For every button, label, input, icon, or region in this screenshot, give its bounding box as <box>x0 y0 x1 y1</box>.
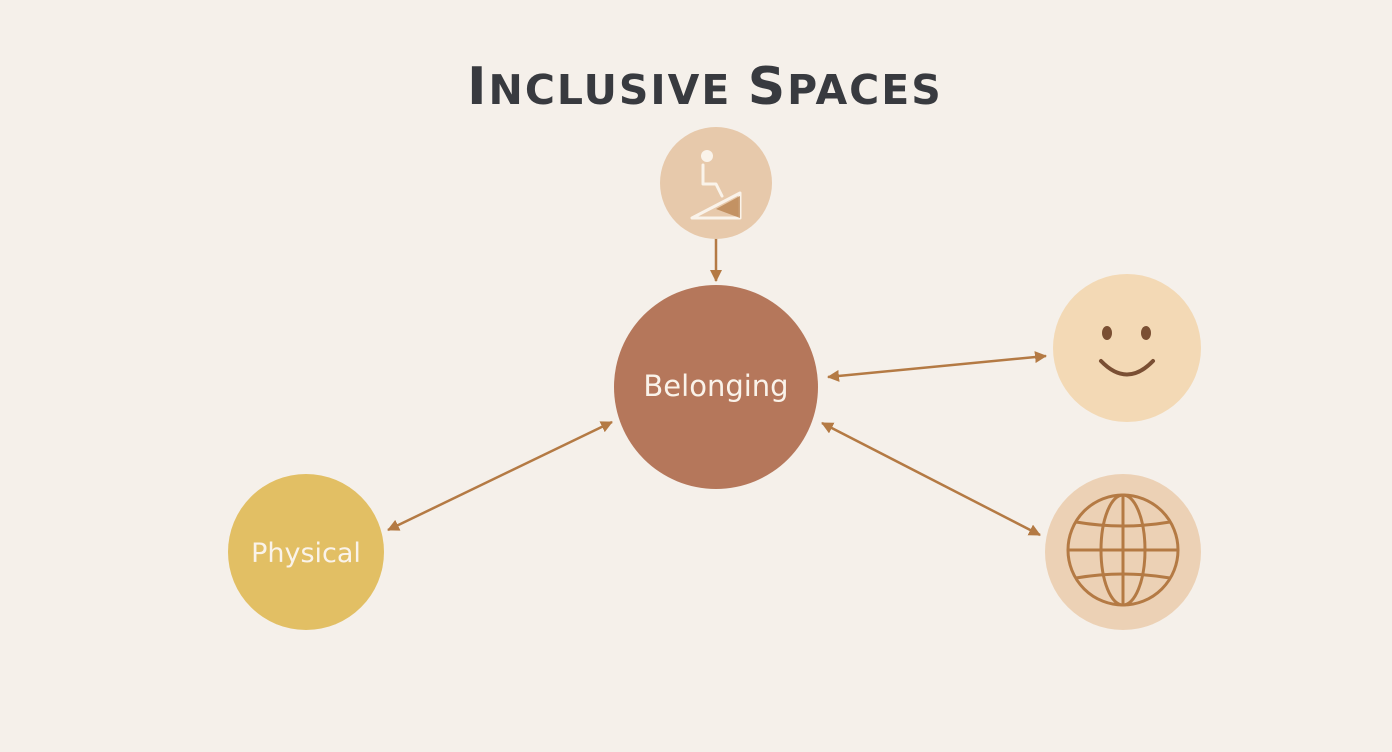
wheelchair-ramp-icon <box>690 150 742 220</box>
title-rest-1: NCLUSIVE <box>489 66 732 114</box>
title-initial-2: S <box>748 57 787 117</box>
arrow-belonging-physical <box>387 420 613 532</box>
emotional-node <box>1053 274 1201 422</box>
physical-node-circle <box>228 474 384 630</box>
belonging-label: Belonging <box>643 369 788 403</box>
globe-icon <box>1066 493 1180 607</box>
smiley-face-icon <box>1099 326 1155 377</box>
arrow-belonging-smiley <box>827 351 1047 382</box>
title-initial-1: I <box>467 57 488 117</box>
emotional-node-circle <box>1053 274 1201 422</box>
arrow-belonging-globe <box>821 421 1041 537</box>
belonging-node: Belonging <box>614 285 818 489</box>
title-rest-2: PACES <box>787 66 943 114</box>
physical-label: Physical <box>251 538 361 569</box>
diagram-title: INCLUSIVE SPACES <box>467 57 943 117</box>
global-node <box>1045 474 1201 630</box>
physical-node: Physical <box>228 474 384 630</box>
accessibility-node <box>660 127 772 239</box>
belonging-node-circle <box>614 285 818 489</box>
